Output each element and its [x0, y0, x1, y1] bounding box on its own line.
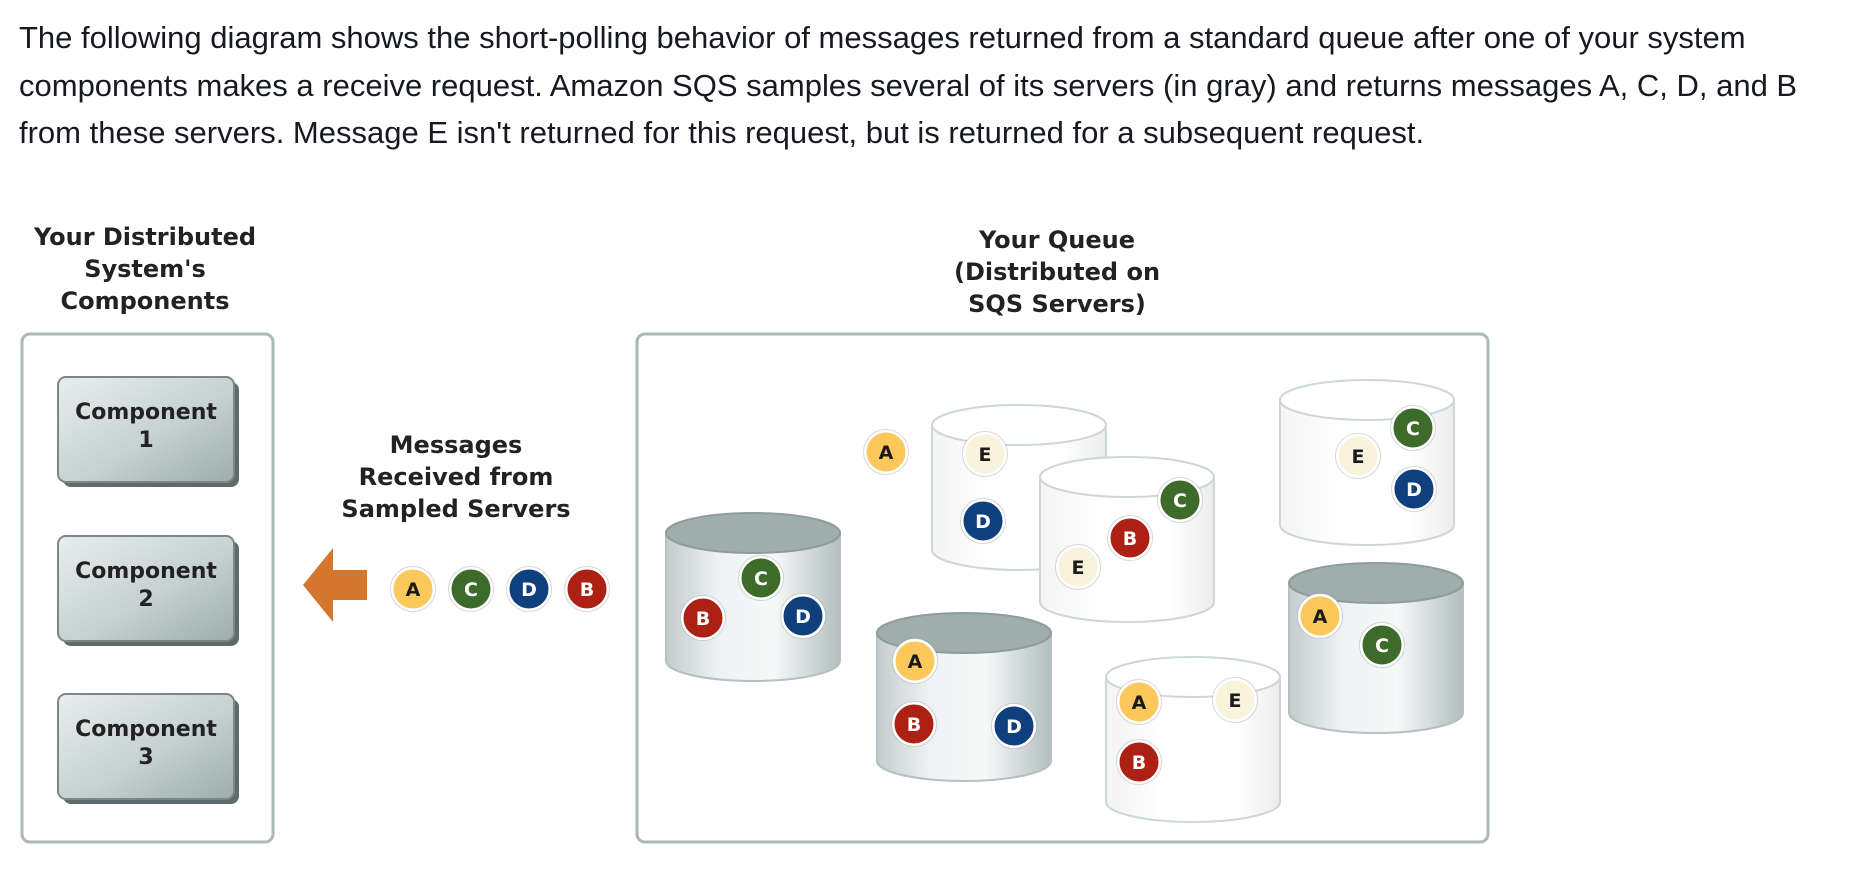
server-2-message-c-badge-label: C	[754, 568, 768, 590]
queue-panel-title-line-3: SQS Servers)	[968, 290, 1146, 318]
components-panel: Your Distributed System's Components Com…	[20, 223, 275, 844]
server-4-message-b-badge: B	[891, 701, 937, 747]
server-3-message-c-badge: C	[1157, 477, 1203, 523]
server-4-message-a-badge: A	[892, 638, 938, 684]
server-7-message-c-badge-label: C	[1375, 635, 1389, 657]
server-6-message-c-badge: C	[1390, 405, 1436, 451]
server-6-message-d-badge: D	[1391, 466, 1437, 512]
server-3-message-e-badge-label: E	[1072, 557, 1085, 579]
server-6-message-d-badge-label: D	[1406, 479, 1422, 501]
received-message-a-badge: A	[390, 566, 436, 612]
server-4-sampled-cylinder	[876, 612, 1052, 782]
server-1-message-d-badge-label: D	[975, 511, 991, 533]
received-message-a-badge-label: A	[406, 579, 421, 601]
server-4-message-d-badge-label: D	[1006, 716, 1022, 738]
server-2-sampled-cylinder	[665, 512, 841, 682]
component-1-label: Component	[75, 400, 217, 425]
server-3-message-e-badge: E	[1055, 544, 1101, 590]
server-1-message-a-badge-label: A	[879, 442, 894, 464]
component-2-button[interactable]: Component 2	[57, 535, 239, 646]
server-2-message-b-badge: B	[680, 595, 726, 641]
received-message-b-badge: B	[564, 566, 610, 612]
server-7-message-a-badge-label: A	[1313, 606, 1328, 628]
server-1-message-e-badge: E	[962, 431, 1008, 477]
server-2-message-c-badge: C	[738, 555, 784, 601]
received-message-b-badge-label: B	[580, 579, 594, 601]
server-5-message-a-badge-label: A	[1132, 692, 1147, 714]
server-5-message-e-badge: E	[1212, 677, 1258, 723]
server-5-message-a-badge: A	[1116, 679, 1162, 725]
messages-received-group: Messages Received from Sampled Servers A…	[303, 431, 610, 622]
server-6-message-e-badge-label: E	[1352, 446, 1365, 468]
receive-arrow-icon	[303, 548, 367, 622]
queue-panel-title-line-1: Your Queue	[978, 226, 1135, 254]
components-panel-title-line-3: Components	[61, 287, 230, 315]
component-3-button[interactable]: Component 3	[57, 693, 239, 804]
components-panel-title-line-2: System's	[84, 255, 206, 283]
server-7-message-c-badge: C	[1359, 622, 1405, 668]
server-3-message-c-badge-label: C	[1173, 490, 1187, 512]
server-5-message-b-badge-label: B	[1132, 752, 1146, 774]
server-1-message-e-badge-label: E	[979, 444, 992, 466]
server-5-message-b-badge: B	[1116, 739, 1162, 785]
component-1-button[interactable]: Component 1	[57, 376, 239, 487]
server-7-message-a-badge: A	[1297, 593, 1343, 639]
messages-received-title-line-2: Received from	[359, 463, 554, 491]
received-message-c-badge-label: C	[464, 579, 478, 601]
server-6-message-e-badge: E	[1335, 433, 1381, 479]
component-2-label: Component	[75, 559, 217, 584]
server-2-message-d-badge: D	[780, 593, 826, 639]
queue-panel: Your Queue (Distributed on SQS Servers) …	[635, 226, 1490, 844]
messages-received-title-line-1: Messages	[390, 431, 523, 459]
component-3-number: 3	[138, 745, 153, 770]
component-3-label: Component	[75, 717, 217, 742]
received-message-c-badge: C	[448, 566, 494, 612]
server-4-message-b-badge-label: B	[907, 714, 921, 736]
sqs-servers: A E D B C D E C B A B D A E B E C D A C	[665, 379, 1464, 823]
received-message-d-badge-label: D	[521, 579, 537, 601]
server-3-message-b-badge-label: B	[1123, 528, 1137, 550]
received-message-d-badge: D	[506, 566, 552, 612]
server-3-message-b-badge: B	[1107, 515, 1153, 561]
server-5-message-e-badge-label: E	[1229, 690, 1242, 712]
server-4-message-d-badge: D	[991, 703, 1037, 749]
server-2-message-d-badge-label: D	[795, 606, 811, 628]
server-4-message-a-badge-label: A	[908, 651, 923, 673]
component-2-number: 2	[138, 587, 153, 612]
server-1-message-a-badge: A	[863, 429, 909, 475]
server-2-message-b-badge-label: B	[696, 608, 710, 630]
server-1-message-d-badge: D	[960, 498, 1006, 544]
intro-paragraph: The following diagram shows the short-po…	[19, 20, 1798, 150]
messages-received-title-line-3: Sampled Servers	[341, 495, 570, 523]
component-1-number: 1	[138, 428, 153, 453]
server-6-message-c-badge-label: C	[1406, 418, 1420, 440]
components-panel-title-line-1: Your Distributed	[33, 223, 256, 251]
queue-panel-title-line-2: (Distributed on	[954, 258, 1160, 286]
